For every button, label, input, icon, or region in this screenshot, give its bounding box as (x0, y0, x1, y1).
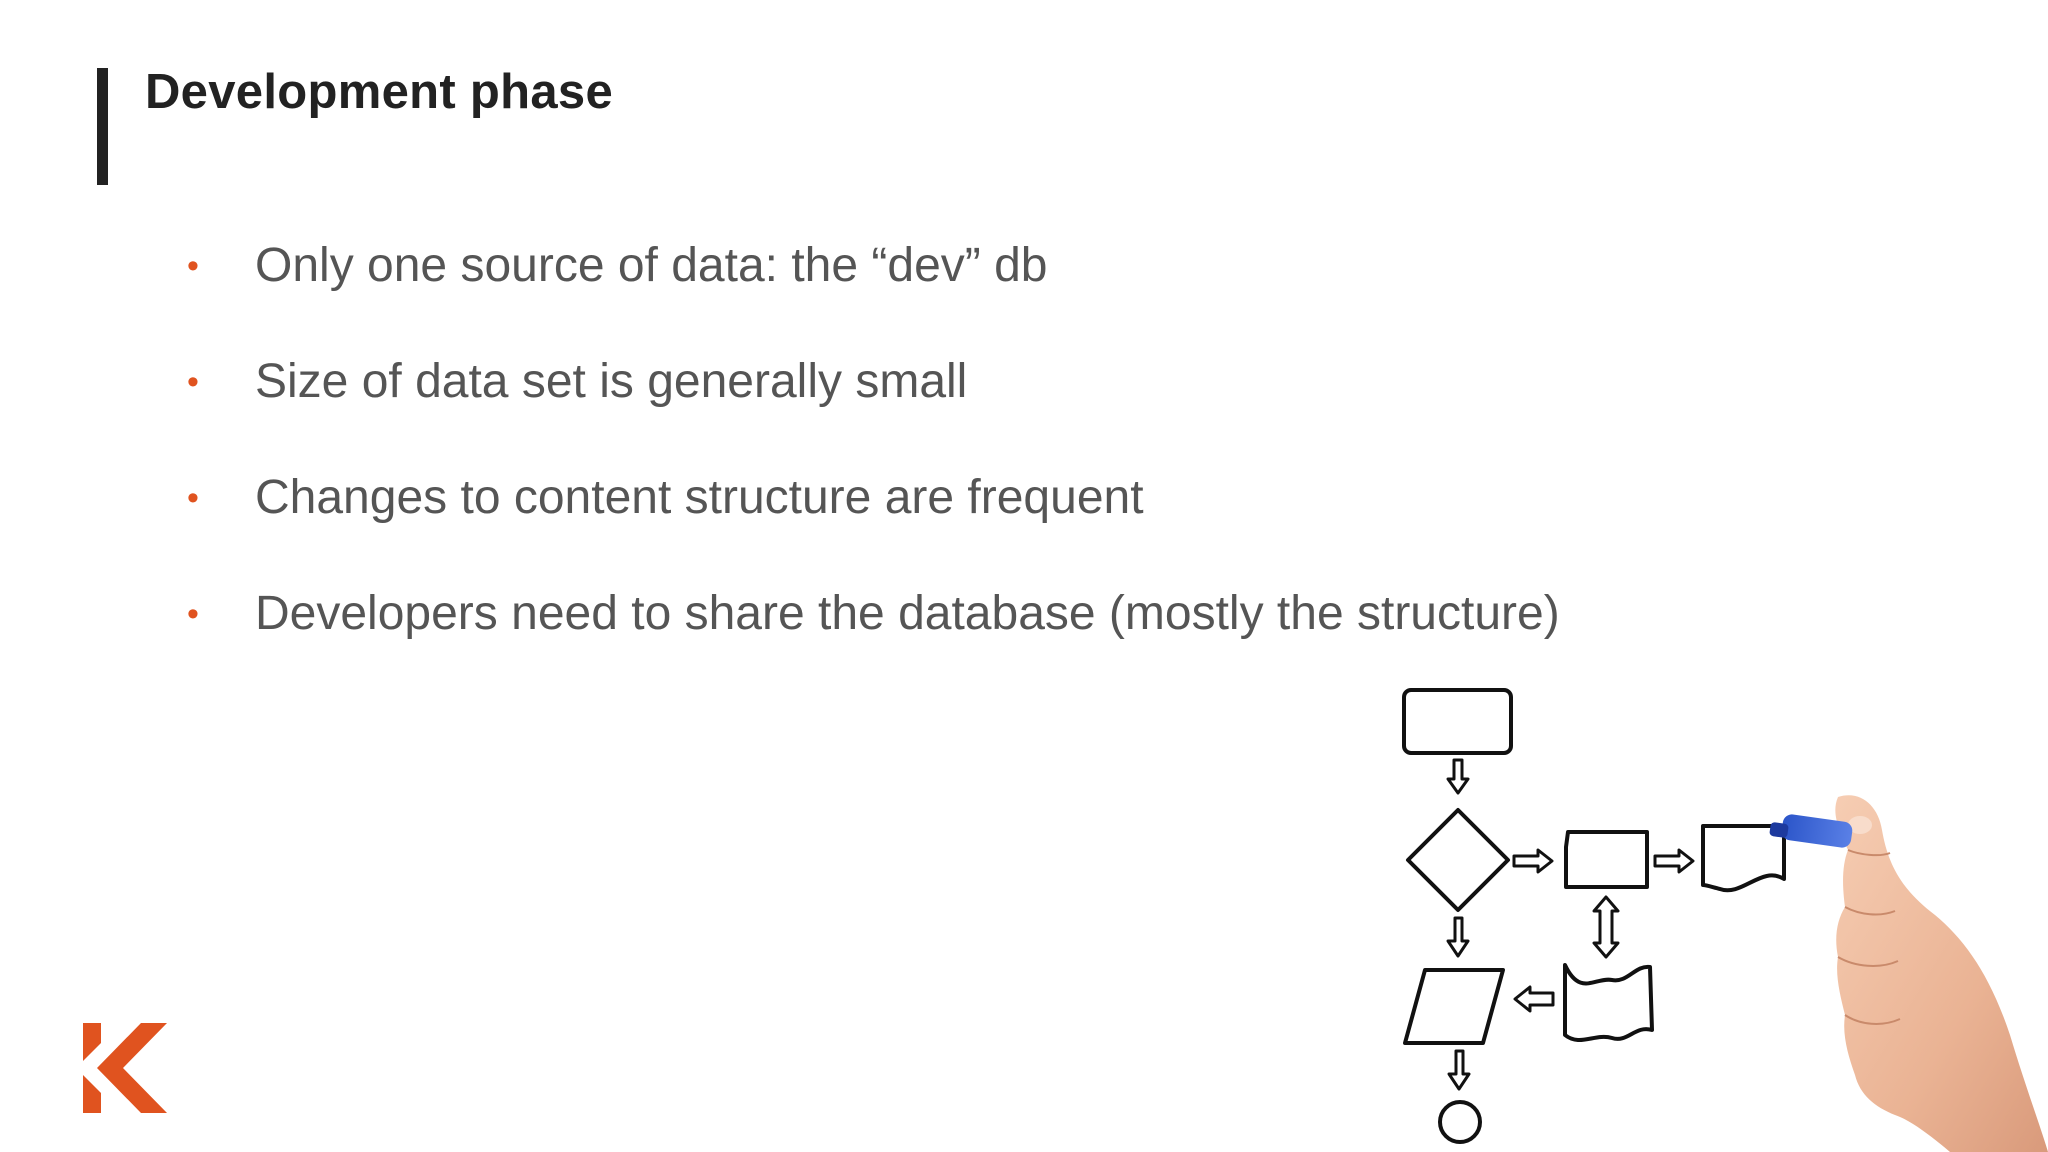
bullet-item: • Size of data set is generally small (185, 348, 1560, 464)
bullet-item: • Changes to content structure are frequ… (185, 464, 1560, 580)
flowchart-hand-illustration (1402, 688, 2048, 1152)
k-logo-icon (83, 1023, 167, 1113)
bullet-dot-icon: • (187, 479, 199, 517)
bullet-text: Changes to content structure are frequen… (255, 471, 1144, 524)
bullet-item: • Only one source of data: the “dev” db (185, 232, 1560, 348)
title-accent-bar (97, 68, 108, 185)
bullet-list: • Only one source of data: the “dev” db … (185, 232, 1560, 696)
bullet-dot-icon: • (187, 363, 199, 401)
bullet-dot-icon: • (187, 247, 199, 285)
bullet-text: Developers need to share the database (m… (255, 587, 1560, 640)
slide-title: Development phase (145, 65, 614, 119)
bullet-item: • Developers need to share the database … (185, 580, 1560, 696)
bullet-text: Size of data set is generally small (255, 355, 968, 408)
bullet-dot-icon: • (187, 595, 199, 633)
bullet-text: Only one source of data: the “dev” db (255, 239, 1048, 292)
